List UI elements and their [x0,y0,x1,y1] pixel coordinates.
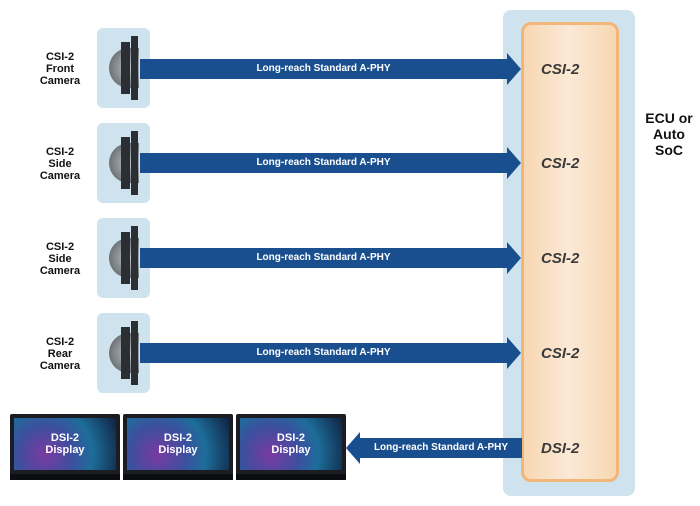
ecu-title: ECU or Auto SoC [640,110,698,158]
ecu-port-column [521,22,619,482]
ecu-port-csi2-4: CSI-2 [541,345,580,362]
ecu-title-line3: SoC [655,142,683,158]
camera-icon-rear [97,313,150,393]
display-label-line1: DSI-2 [163,432,193,444]
camera-label-line1: CSI-2 [45,51,75,63]
camera-label-line1: CSI-2 [45,146,75,158]
display-label-line2: Display [271,444,311,456]
a-phy-display-link-arrow: Long-reach Standard A-PHY [346,432,522,464]
camera-label-line2: Front [45,63,75,75]
display-label-line1: DSI-2 [50,432,80,444]
camera-label-front: CSI-2 Front Camera [30,51,90,87]
ecu-port-dsi2: DSI-2 [541,440,580,457]
ecu-port-csi2-2: CSI-2 [541,155,580,172]
display-screen: DSI-2 Display [14,418,116,470]
display-2: DSI-2 Display [123,414,233,480]
a-phy-link-arrow-2: Long-reach Standard A-PHY [140,147,521,179]
camera-label-line1: CSI-2 [45,241,75,253]
camera-label-line2: Side [48,158,72,170]
a-phy-link-arrow-4: Long-reach Standard A-PHY [140,337,521,369]
camera-label-line2: Rear [47,348,73,360]
camera-label-rear: CSI-2 Rear Camera [30,336,90,372]
a-phy-link-label-2: Long-reach Standard A-PHY [256,157,391,168]
a-phy-link-label-3: Long-reach Standard A-PHY [256,252,391,263]
a-phy-link-label-1: Long-reach Standard A-PHY [256,63,391,74]
ecu-title-line1: ECU or [645,110,693,126]
display-3: DSI-2 Display [236,414,346,480]
camera-label-line3: Camera [39,265,81,277]
display-screen: DSI-2 Display [127,418,229,470]
display-label-line2: Display [158,444,198,456]
display-label-line2: Display [45,444,85,456]
a-phy-display-link-label: Long-reach Standard A-PHY [373,442,509,453]
camera-label-side-2: CSI-2 Side Camera [30,241,90,277]
a-phy-link-arrow-1: Long-reach Standard A-PHY [140,53,521,85]
ecu-port-csi2-3: CSI-2 [541,250,580,267]
display-1: DSI-2 Display [10,414,120,480]
camera-label-line3: Camera [39,170,81,182]
ecu-title-line2: Auto [653,126,685,142]
a-phy-link-label-4: Long-reach Standard A-PHY [256,347,391,358]
display-screen: DSI-2 Display [240,418,342,470]
camera-label-side-1: CSI-2 Side Camera [30,146,90,182]
camera-label-line2: Side [48,253,72,265]
display-label-line1: DSI-2 [276,432,306,444]
camera-label-line3: Camera [39,75,81,87]
a-phy-link-arrow-3: Long-reach Standard A-PHY [140,242,521,274]
camera-label-line1: CSI-2 [45,336,75,348]
camera-label-line3: Camera [39,360,81,372]
ecu-port-csi2-1: CSI-2 [541,61,580,78]
